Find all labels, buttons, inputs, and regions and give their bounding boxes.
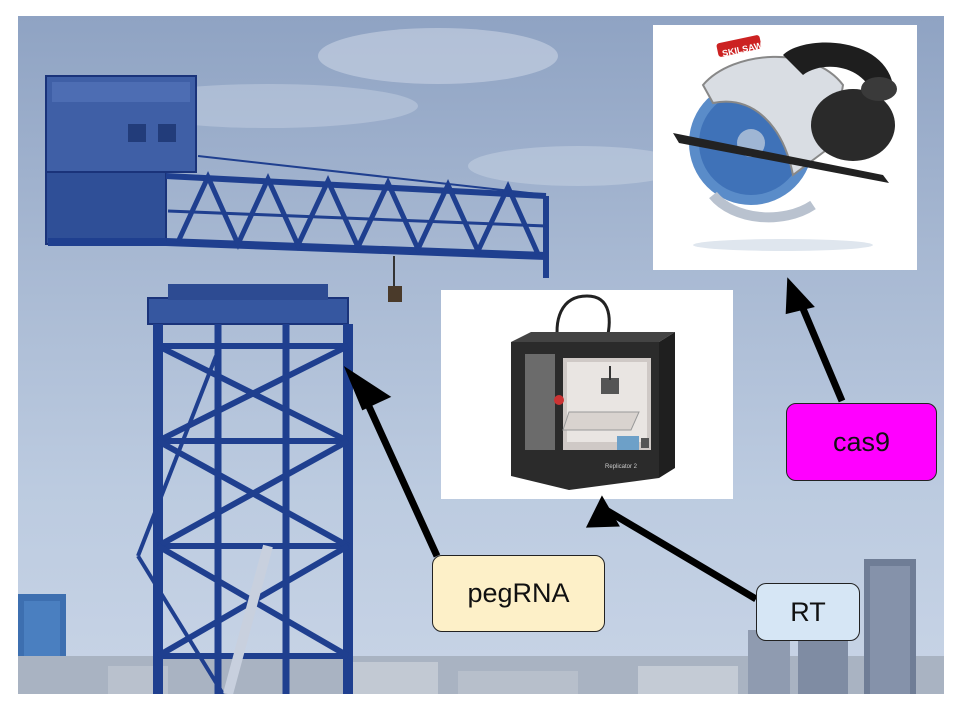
circular-saw-illustration: SKILSAW [673,35,897,251]
3d-printer-photo: Replicator 2 [441,290,733,499]
printer-model-text: Replicator 2 [605,464,638,470]
city-skyline [18,559,944,694]
rt-label: RT [756,583,860,641]
cas9-label-text: cas9 [832,426,891,457]
circular-saw-photo: SKILSAW [653,25,917,270]
rt-label-text: RT [790,596,826,627]
pegrna-label-text: pegRNA [467,578,570,608]
3d-printer-illustration: Replicator 2 [511,294,675,490]
cas9-label: cas9 [786,403,937,481]
pegrna-label: pegRNA [432,555,605,632]
